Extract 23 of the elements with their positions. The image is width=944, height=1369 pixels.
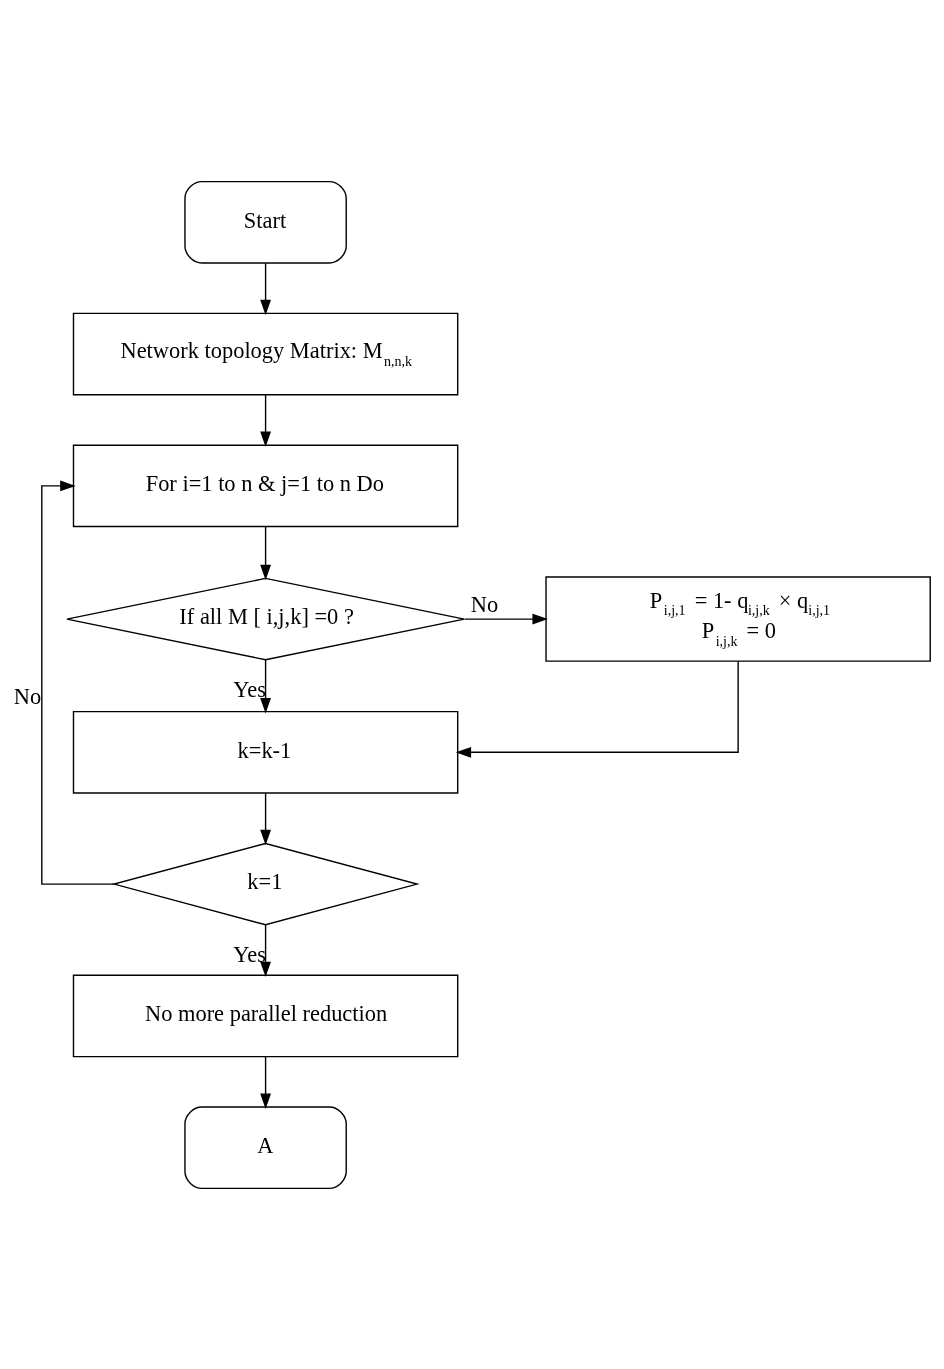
edge-label: No — [13, 683, 42, 709]
arrow — [455, 660, 739, 758]
arrow — [41, 480, 115, 885]
node-box: A — [184, 1105, 347, 1189]
arrow — [260, 525, 271, 580]
node-box: P$_{i,j,1}$ = 1- q$_{i,j,k}$ × q$_{i,j,1}$ P$_{i,j,k}$ = 0 — [545, 575, 931, 662]
edge-label: Yes — [233, 941, 266, 967]
arrow — [260, 923, 271, 977]
edge-label: No — [470, 591, 499, 617]
node-diamond: k=1 — [111, 842, 420, 925]
node-box: Network topology Matrix: M$_{n,n,k}$ — [72, 312, 459, 395]
arrow — [260, 658, 271, 713]
arrow — [260, 792, 271, 845]
arrow — [260, 262, 271, 315]
node-box: No more parallel reduction — [72, 974, 459, 1057]
node-box: Start — [184, 180, 347, 264]
edge-label: Yes — [233, 676, 266, 702]
node-box: k=k-1 — [72, 710, 459, 794]
node-diamond: If all M [ i,j,k] =0 ? — [66, 577, 465, 660]
node-box: For i=1 to n & j=1 to n Do — [72, 444, 459, 527]
arrow — [463, 613, 548, 624]
arrow — [260, 393, 271, 447]
arrow — [260, 1055, 271, 1109]
